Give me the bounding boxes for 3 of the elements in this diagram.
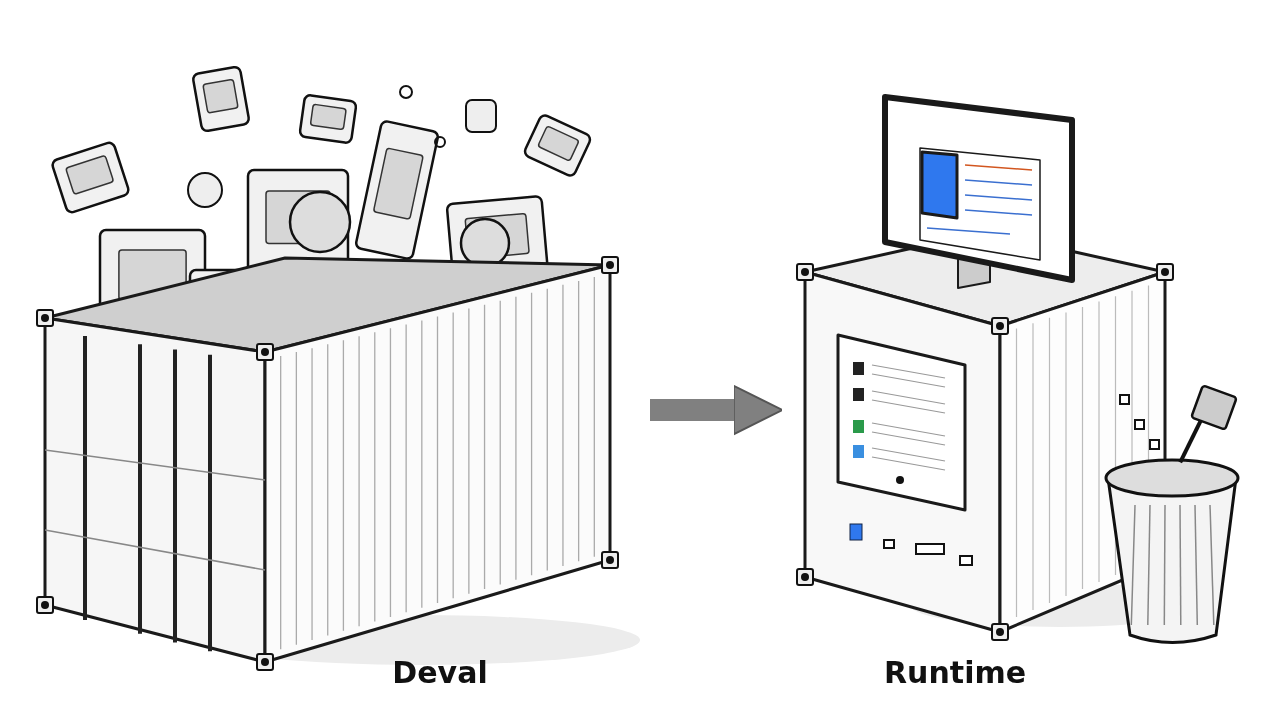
container-label: Runtime bbox=[884, 655, 1026, 690]
arrow bbox=[650, 384, 784, 436]
container-label: Deval bbox=[392, 655, 488, 690]
